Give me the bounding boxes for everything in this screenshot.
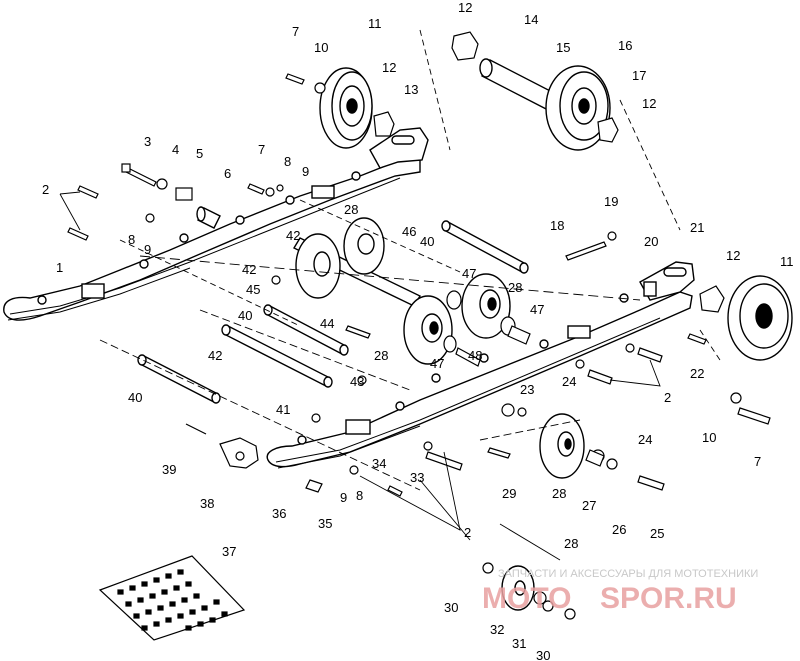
part-label-15: 15 xyxy=(556,40,570,55)
part-label-48: 48 xyxy=(468,348,482,363)
part-label-16: 16 xyxy=(618,38,632,53)
part-label-36: 36 xyxy=(272,506,286,521)
part-label-21: 21 xyxy=(690,220,704,235)
part-label-20: 20 xyxy=(644,234,658,249)
part-label-42: 42 xyxy=(208,348,222,363)
part-label-47: 47 xyxy=(462,266,476,281)
part-label-8: 8 xyxy=(356,488,363,503)
part-label-40: 40 xyxy=(238,308,252,323)
part-label-37: 37 xyxy=(222,544,236,559)
part-label-35: 35 xyxy=(318,516,332,531)
part-label-9: 9 xyxy=(144,242,151,257)
part-label-17: 17 xyxy=(632,68,646,83)
part-label-28: 28 xyxy=(564,536,578,551)
track-pad-37 xyxy=(98,555,246,641)
part-label-30: 30 xyxy=(536,648,550,661)
part-label-47: 47 xyxy=(430,356,444,371)
part-label-46: 46 xyxy=(402,224,416,239)
part-labels: 1 2 2 2 3 4 5 6 7 7 7 8 8 8 9 9 9 10 10 … xyxy=(42,0,794,661)
part-label-8: 8 xyxy=(284,154,291,169)
part-label-30: 30 xyxy=(444,600,458,615)
part-label-28: 28 xyxy=(552,486,566,501)
part-label-39: 39 xyxy=(162,462,176,477)
part-label-28: 28 xyxy=(374,348,388,363)
part-label-9: 9 xyxy=(302,164,309,179)
wheels xyxy=(295,65,793,611)
rail-bracket-13 xyxy=(369,127,429,169)
part-label-32: 32 xyxy=(490,622,504,637)
part-label-12: 12 xyxy=(726,248,740,263)
hardware xyxy=(67,31,771,620)
part-label-26: 26 xyxy=(612,522,626,537)
part-label-2: 2 xyxy=(464,525,471,540)
part-label-1: 1 xyxy=(56,260,63,275)
part-label-34: 34 xyxy=(372,456,386,471)
part-label-11: 11 xyxy=(780,254,794,269)
part-label-10: 10 xyxy=(314,40,328,55)
watermark-brand-right: SPOR.RU xyxy=(600,582,737,615)
part-label-25: 25 xyxy=(650,526,664,541)
part-label-40: 40 xyxy=(128,390,142,405)
part-label-29: 29 xyxy=(502,486,516,501)
watermark-brand-left: MOTO xyxy=(482,582,571,615)
part-label-2: 2 xyxy=(42,182,49,197)
part-label-41: 41 xyxy=(276,402,290,417)
part-label-7: 7 xyxy=(258,142,265,157)
part-label-22: 22 xyxy=(690,366,704,381)
part-label-31: 31 xyxy=(512,636,526,651)
part-label-45: 45 xyxy=(246,282,260,297)
part-label-33: 33 xyxy=(410,470,424,485)
part-label-47: 47 xyxy=(530,302,544,317)
rail-bracket-21 xyxy=(639,261,695,301)
part-label-5: 5 xyxy=(196,146,203,161)
part-label-23: 23 xyxy=(520,382,534,397)
leader-lines xyxy=(59,29,721,561)
part-label-3: 3 xyxy=(144,134,151,149)
part-label-6: 6 xyxy=(224,166,231,181)
part-label-42: 42 xyxy=(242,262,256,277)
part-label-8: 8 xyxy=(128,232,135,247)
part-label-44: 44 xyxy=(320,316,334,331)
watermark-caption: ЗАПЧАСТИ И АКСЕССУАРЫ ДЛЯ МОТОТЕХНИКИ xyxy=(498,568,758,580)
part-label-24: 24 xyxy=(562,374,576,389)
part-label-11: 11 xyxy=(368,16,382,31)
part-label-12: 12 xyxy=(382,60,396,75)
part-label-4: 4 xyxy=(172,142,179,157)
part-label-40: 40 xyxy=(420,234,434,249)
part-label-7: 7 xyxy=(754,454,761,469)
part-label-24: 24 xyxy=(638,432,652,447)
part-label-42: 42 xyxy=(286,228,300,243)
part-label-14: 14 xyxy=(524,12,538,27)
part-label-2: 2 xyxy=(664,390,671,405)
part-label-13: 13 xyxy=(404,82,418,97)
watermark: ЗАПЧАСТИ И АКСЕССУАРЫ ДЛЯ МОТОТЕХНИКИ MO… xyxy=(482,568,758,615)
part-label-19: 19 xyxy=(604,194,618,209)
part-label-12: 12 xyxy=(458,0,472,15)
part-label-7: 7 xyxy=(292,24,299,39)
left-rail xyxy=(3,159,421,321)
part-label-9: 9 xyxy=(340,490,347,505)
part-label-18: 18 xyxy=(550,218,564,233)
part-label-43: 43 xyxy=(350,374,364,389)
part-label-27: 27 xyxy=(582,498,596,513)
part-label-12: 12 xyxy=(642,96,656,111)
part-label-10: 10 xyxy=(702,430,716,445)
part-label-28: 28 xyxy=(344,202,358,217)
part-label-38: 38 xyxy=(200,496,214,511)
part-label-28: 28 xyxy=(508,280,522,295)
